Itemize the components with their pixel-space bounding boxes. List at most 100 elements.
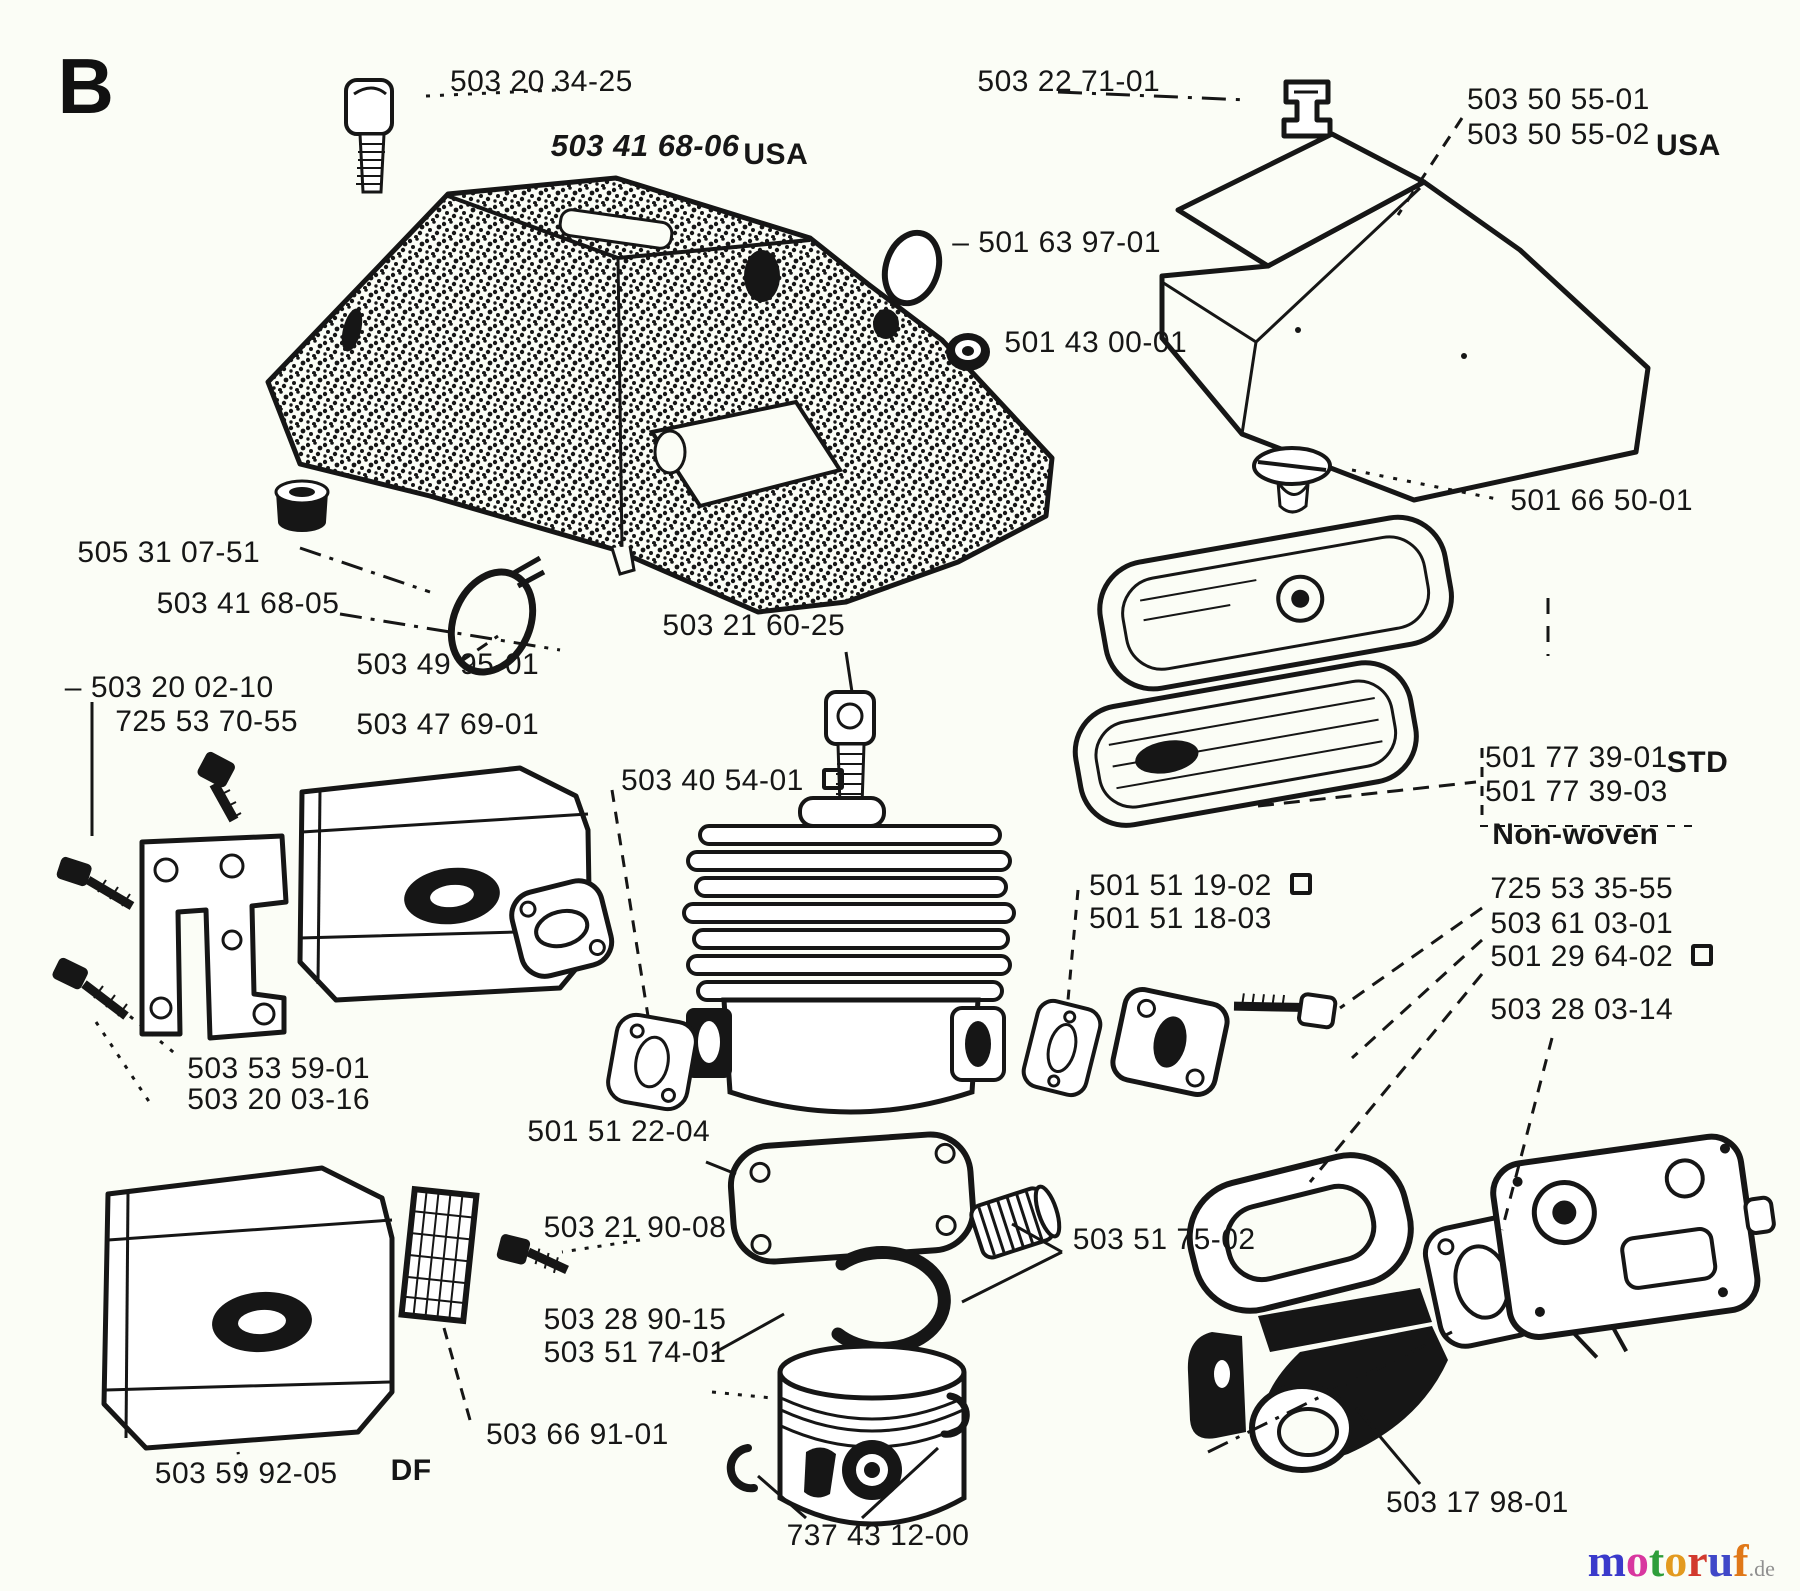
manifold-bolt-drawing <box>1233 992 1338 1030</box>
part-label-501773903: 501 77 39-03 <box>1485 775 1668 809</box>
usa-note-left: USA <box>743 138 808 172</box>
part-label-text: 503 28 03-14 <box>1490 992 1674 1026</box>
part-label-503219008: 503 21 90-08 <box>544 1211 727 1245</box>
part-label-text: 503 21 60-25 <box>662 609 846 643</box>
part-label-725537055: 725 53 70-55 <box>115 705 298 739</box>
part-label-text: 501 43 00-01 <box>1004 326 1188 360</box>
part-label-text: USA <box>1656 128 1721 162</box>
part-label-text: 501 77 39-03 <box>1485 774 1668 808</box>
watermark-letter: r <box>1687 1534 1708 1586</box>
part-label-503505501: 503 50 55-01 <box>1467 83 1650 117</box>
part-label-501639701: – 501 63 97-01 <box>952 226 1161 260</box>
muffler-upper-drawing <box>297 765 615 1003</box>
watermark-letter: o <box>1625 1534 1649 1586</box>
part-label-text: 503 20 34-25 <box>450 65 633 99</box>
part-label-501773901: 501 77 39-01 <box>1485 741 1668 775</box>
part-label-503227101: 503 22 71-01 <box>977 65 1160 99</box>
part-label-text: 503 51 74-01 <box>543 1336 727 1370</box>
center-screw-drawing <box>824 690 876 808</box>
part-label-text: 725 53 35-55 <box>1490 871 1674 905</box>
part-label-text: 725 53 70-55 <box>115 704 299 738</box>
air-filter-cover-drawing <box>1159 131 1651 503</box>
muffler-lower-drawing <box>101 1165 395 1451</box>
part-label-501511803: 501 51 18-03 <box>1089 902 1272 936</box>
part-label-503669101: 503 66 91-01 <box>486 1418 669 1452</box>
cylinder-cover-drawing <box>265 175 1055 615</box>
part-label-503535901: 503 53 59-01 <box>187 1052 370 1086</box>
part-label-503289015: 503 28 90-15 <box>544 1303 727 1337</box>
part-label-text: 503 22 71-01 <box>977 65 1161 99</box>
carburetor-drawing <box>1490 1133 1776 1359</box>
top-screw-drawing <box>344 78 394 194</box>
part-label-503203425: 503 20 34-25 <box>450 65 633 99</box>
part-label-503216025: 503 21 60-25 <box>662 609 845 643</box>
part-label-text: 501 29 64-02 <box>1490 940 1674 974</box>
part-label-503200210: – 503 20 02-10 <box>65 671 274 705</box>
piston-drawing <box>726 1343 970 1527</box>
part-label-text: 503 59 92-05 <box>154 1457 338 1491</box>
part-label-text: STD <box>1666 746 1729 780</box>
part-label-text: 503 66 91-01 <box>486 1417 669 1451</box>
part-label-503517502: 503 51 75-02 <box>1073 1223 1256 1257</box>
part-label-503280314: 503 28 03-14 <box>1490 993 1673 1027</box>
air-filter-top-drawing <box>1097 514 1454 692</box>
part-label-text: 503 40 54-01 <box>621 763 804 797</box>
part-label-503416806: 503 41 68-06 <box>551 128 740 164</box>
part-label-503599205: 503 59 92-05 <box>155 1457 338 1491</box>
watermark-letter: f <box>1733 1534 1749 1586</box>
small-square-marker <box>1289 872 1312 895</box>
part-label-text: Non-woven <box>1492 817 1659 851</box>
part-label-503505502: 503 50 55-02 <box>1467 118 1650 152</box>
part-label-501512204: 501 51 22-04 <box>527 1115 710 1149</box>
part-label-text: 501 51 19-02 <box>1089 868 1272 902</box>
part-label-text: 503 61 03-01 <box>1490 906 1674 940</box>
watermark-letter: o <box>1664 1534 1688 1586</box>
intake-gasket-drawing <box>1021 998 1103 1098</box>
part-label-503200316: 503 20 03-16 <box>187 1083 370 1117</box>
grommet-loop-drawing <box>873 229 943 339</box>
small-square-marker <box>1691 944 1714 967</box>
part-label-503517401: 503 51 74-01 <box>544 1336 727 1370</box>
part-label-737431200: 737 43 12-00 <box>787 1519 970 1553</box>
part-label-text: 503 28 90-15 <box>543 1303 727 1337</box>
part-label-503405401: 503 40 54-01 <box>621 764 844 798</box>
muffler-bracket-drawing <box>52 751 289 1041</box>
needle-bearing-drawing <box>969 1184 1062 1260</box>
part-label-text: – 503 20 02-10 <box>64 671 274 705</box>
part-label-text: 501 77 39-01 <box>1485 741 1668 775</box>
part-label-text: 503 50 55-01 <box>1467 82 1650 116</box>
intake-elbow-drawing <box>1187 1288 1448 1473</box>
watermark-letter: m <box>1587 1534 1626 1586</box>
part-label-text: 503 20 03-16 <box>187 1083 371 1117</box>
leader-lines <box>90 88 1692 1520</box>
part-label-text: 503 49 95-01 <box>356 647 540 681</box>
part-label-501430001: 501 43 00-01 <box>1004 326 1187 360</box>
watermark-letter: u <box>1707 1534 1734 1586</box>
part-label-text: 503 47 69-01 <box>356 707 540 741</box>
watermark-suffix: .de <box>1748 1555 1775 1581</box>
spark-screen-drawing <box>398 1185 480 1325</box>
insulator-block-drawing <box>1110 987 1230 1097</box>
cylinder-drawing <box>682 796 1016 1115</box>
section-letter: B <box>57 42 114 131</box>
watermark-letter: t <box>1648 1534 1665 1586</box>
bushing-drawing <box>274 479 330 532</box>
part-label-503416805: 503 41 68-05 <box>157 587 340 621</box>
part-label-text: DF <box>390 1454 432 1488</box>
part-label-text: 503 50 55-02 <box>1467 117 1650 151</box>
part-label-text: 501 66 50-01 <box>1510 483 1694 517</box>
part-label-501665001: 501 66 50-01 <box>1510 484 1693 518</box>
watermark-logo: motoruf.de <box>1588 1534 1775 1587</box>
small-square-marker <box>821 767 844 790</box>
watermark-word: motoruf <box>1588 1535 1749 1586</box>
part-label-503179801: 503 17 98-01 <box>1386 1486 1569 1520</box>
part-label-text: USA <box>743 138 809 172</box>
part-label-505310751: 505 31 07-51 <box>77 536 260 570</box>
part-label-text: 737 43 12-00 <box>786 1519 970 1553</box>
filter-cover-screw-drawing <box>1252 446 1332 514</box>
df-note: DF <box>391 1454 432 1488</box>
non-woven-note: Non-woven <box>1492 818 1658 852</box>
intake-boot-drawing <box>1186 1152 1414 1314</box>
